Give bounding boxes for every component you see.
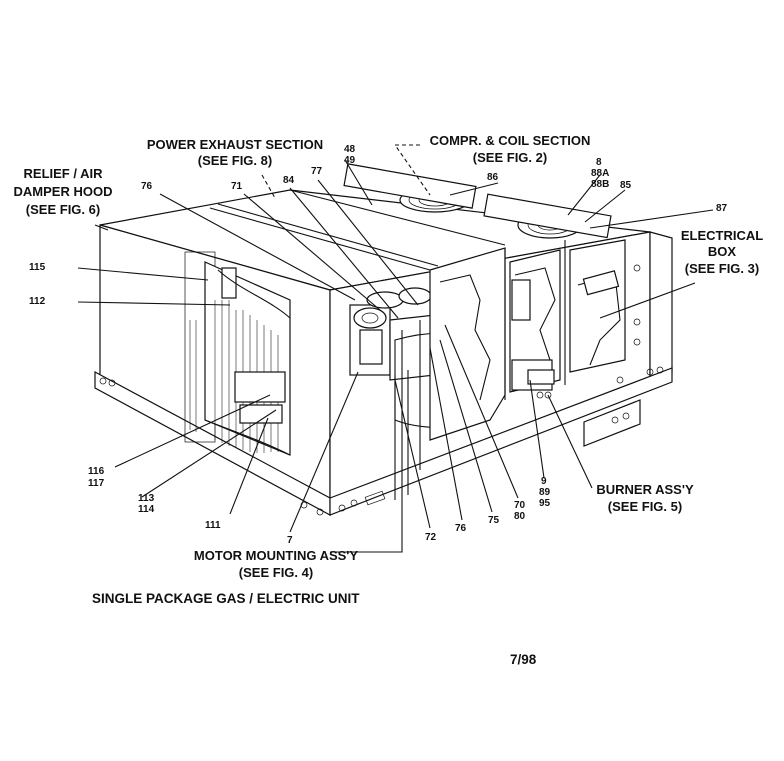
part-72: 72 xyxy=(425,532,437,543)
caption-electrical-box: ELECTRICAL BOX (SEE FIG. 3) xyxy=(681,228,763,276)
part-116: 116 xyxy=(88,466,105,477)
part-76-top: 76 xyxy=(141,181,153,192)
burner-line-1: BURNER ASS'Y xyxy=(596,482,694,497)
part-111: 111 xyxy=(205,520,221,531)
leader-lines xyxy=(77,159,714,553)
part-114: 114 xyxy=(138,504,155,515)
part-112: 112 xyxy=(29,296,46,307)
motor-mounting-line-1: MOTOR MOUNTING ASS'Y xyxy=(194,548,358,563)
power-exhaust-line-1: POWER EXHAUST SECTION xyxy=(147,137,323,152)
heat-exchanger-cutaway xyxy=(184,251,291,456)
dashed-leaders xyxy=(261,144,431,199)
electrical-box-line-3: (SEE FIG. 3) xyxy=(685,261,759,276)
part-113: 113 xyxy=(138,493,155,504)
relief-damper-line-2: DAMPER HOOD xyxy=(14,184,113,199)
compr-coil-line-1: COMPR. & COIL SECTION xyxy=(430,133,591,148)
motor-mounting-line-2: (SEE FIG. 4) xyxy=(239,565,313,580)
drawing-date: 7/98 xyxy=(510,652,537,667)
part-89: 89 xyxy=(539,487,551,498)
caption-burner: BURNER ASS'Y (SEE FIG. 5) xyxy=(596,482,694,514)
part-85: 85 xyxy=(620,180,632,191)
caption-compr-coil: COMPR. & COIL SECTION (SEE FIG. 2) xyxy=(430,133,591,165)
part-8: 8 xyxy=(596,157,602,168)
access-panel xyxy=(583,399,641,447)
part-87: 87 xyxy=(716,203,728,214)
compr-coil-line-2: (SEE FIG. 2) xyxy=(473,150,547,165)
caption-relief-damper: RELIEF / AIR DAMPER HOOD (SEE FIG. 6) xyxy=(14,166,113,217)
electrical-box-area xyxy=(569,239,641,373)
part-9: 9 xyxy=(541,476,547,487)
relief-damper-line-3: (SEE FIG. 6) xyxy=(26,202,100,217)
electrical-box-line-1: ELECTRICAL xyxy=(681,228,763,243)
part-71: 71 xyxy=(231,181,243,192)
part-76-bottom: 76 xyxy=(455,523,467,534)
part-number-labels: 48 49 86 8 88A 88B 85 87 76 71 84 77 115… xyxy=(29,144,728,546)
burner-line-2: (SEE FIG. 5) xyxy=(608,499,682,514)
electrical-box-line-2: BOX xyxy=(708,244,737,259)
power-exhaust-line-2: (SEE FIG. 8) xyxy=(198,153,272,168)
part-117: 117 xyxy=(88,478,105,489)
part-49: 49 xyxy=(344,155,356,166)
part-7: 7 xyxy=(287,535,293,546)
part-88b: 88B xyxy=(591,179,609,190)
part-77: 77 xyxy=(311,166,323,177)
part-86: 86 xyxy=(487,172,499,183)
part-80: 80 xyxy=(514,511,526,522)
part-75: 75 xyxy=(488,515,500,526)
relief-damper-line-1: RELIEF / AIR xyxy=(24,166,104,181)
coil-section-cutaway xyxy=(429,240,566,441)
part-88a: 88A xyxy=(591,168,609,179)
part-95: 95 xyxy=(539,498,551,509)
drawing-title: SINGLE PACKAGE GAS / ELECTRIC UNIT xyxy=(92,591,360,606)
part-48: 48 xyxy=(344,144,356,155)
part-115: 115 xyxy=(29,262,46,273)
part-84: 84 xyxy=(283,175,295,186)
part-70: 70 xyxy=(514,500,526,511)
caption-power-exhaust: POWER EXHAUST SECTION (SEE FIG. 8) xyxy=(147,137,323,168)
caption-motor-mounting: MOTOR MOUNTING ASS'Y (SEE FIG. 4) xyxy=(194,548,358,580)
